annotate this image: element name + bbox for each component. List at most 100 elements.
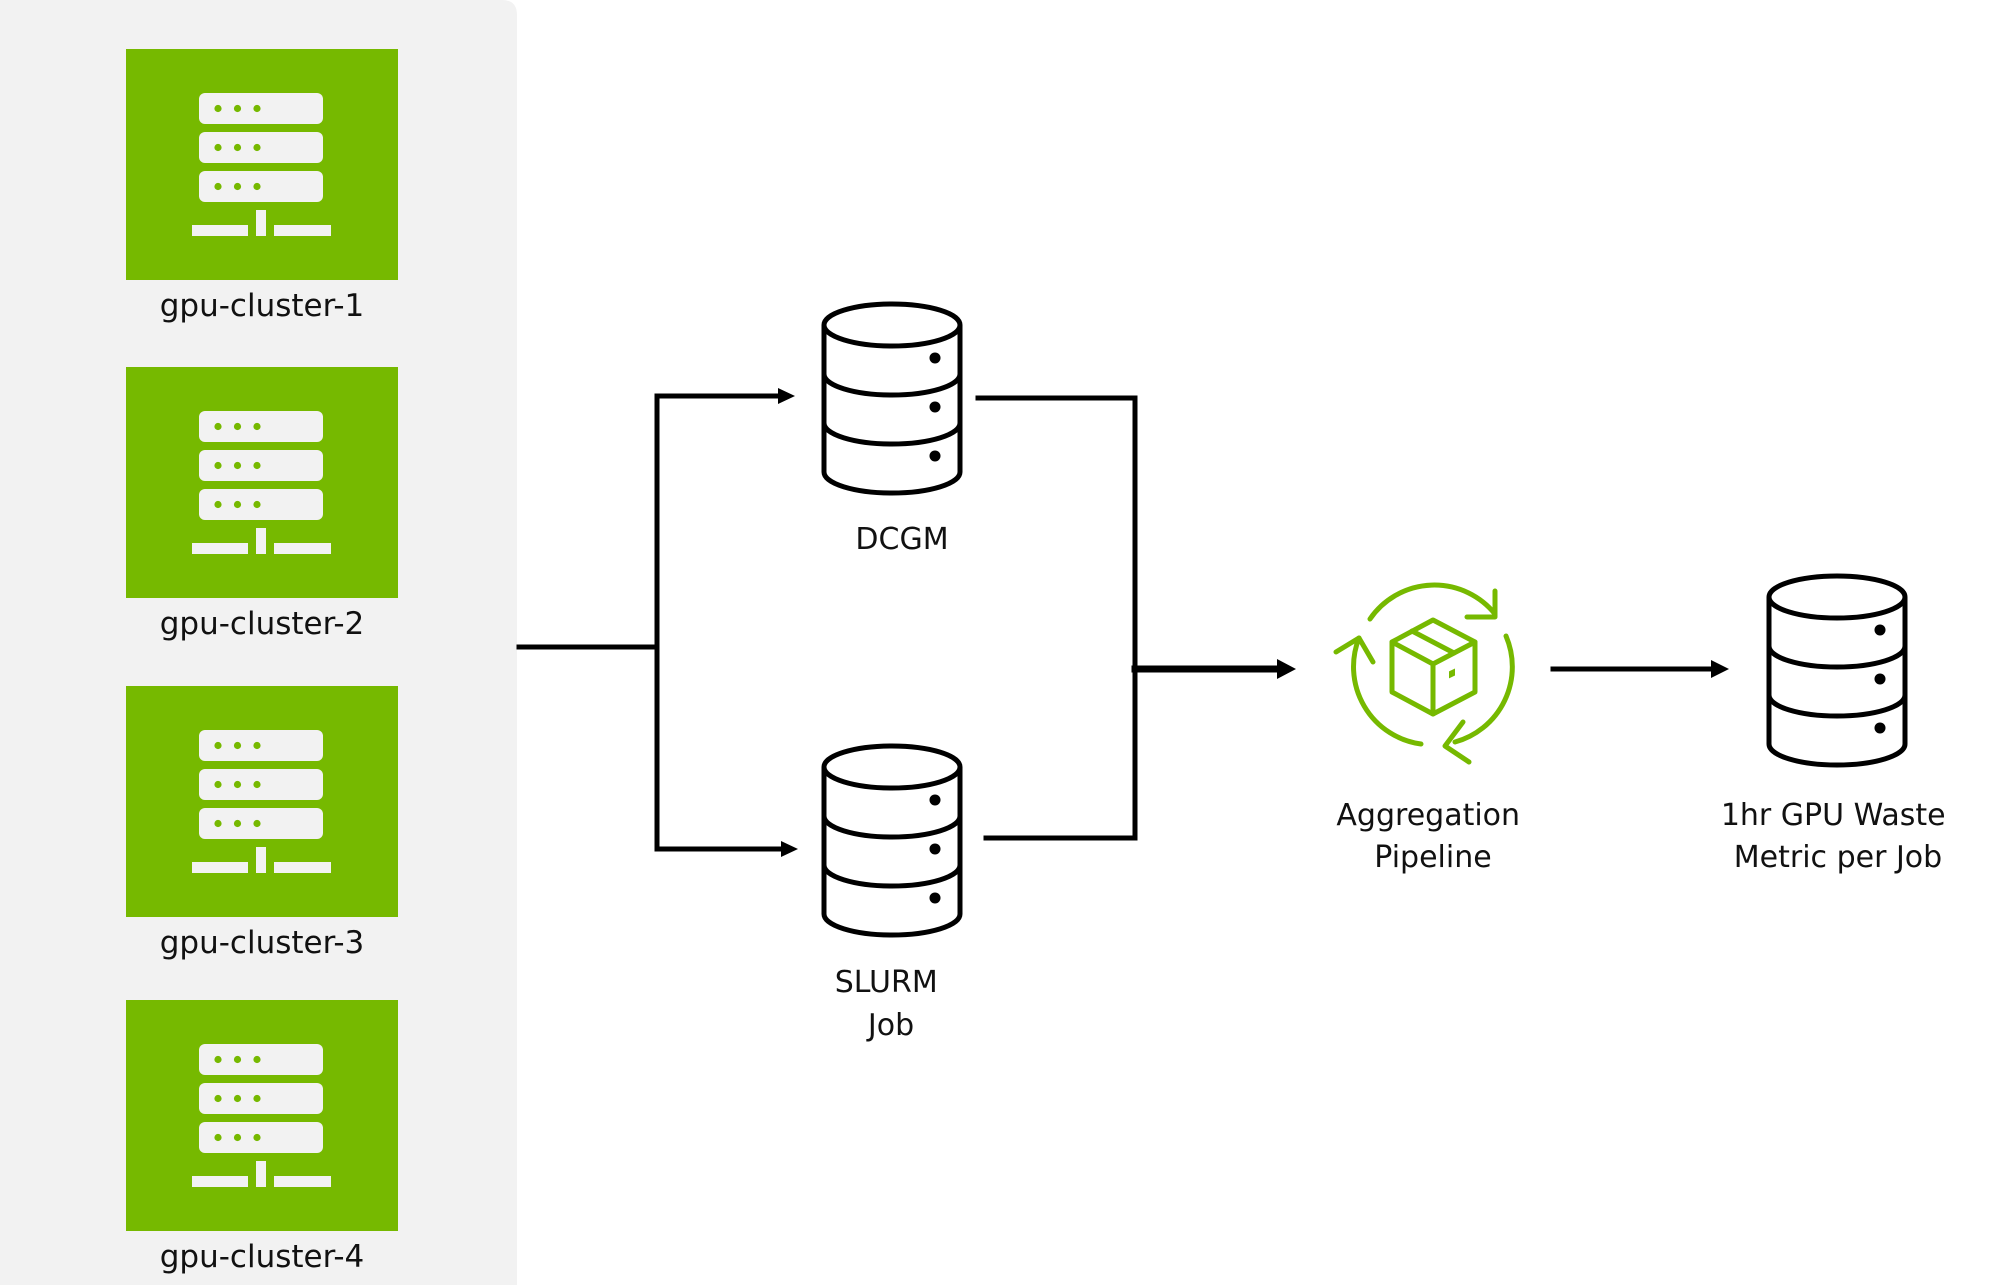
server-led (214, 1094, 222, 1103)
server-base-center (256, 862, 266, 873)
cluster-tile (126, 1000, 398, 1231)
server-stem (256, 1161, 266, 1177)
server-led (214, 500, 222, 509)
package-cycle-icon (1333, 582, 1515, 765)
server-rack-icon (192, 93, 331, 236)
aggregation-label: Aggregation Pipeline (1336, 798, 1529, 875)
server-base-left (192, 862, 248, 873)
cluster-tile (126, 367, 398, 598)
db-divider (821, 864, 963, 889)
output-label: 1hr GPU Waste Metric per Job (1721, 798, 1955, 875)
aggregation-label-line-2: Pipeline (1374, 840, 1491, 875)
server-unit (199, 769, 323, 800)
slurm-label: SLURM Job (835, 965, 948, 1043)
slurm-label-line-1: SLURM (835, 965, 938, 1000)
server-led (214, 182, 222, 191)
database-icon (821, 743, 963, 938)
cluster-tile (126, 49, 398, 280)
db-body (821, 767, 963, 938)
db-top (1766, 573, 1908, 621)
server-led (233, 819, 242, 828)
db-divider (1766, 645, 1908, 670)
server-rack-icon (192, 411, 331, 554)
cluster-label: gpu-cluster-3 (160, 925, 365, 961)
server-led (253, 819, 261, 828)
server-base-left (192, 225, 248, 236)
box-top-edges (1389, 639, 1478, 717)
server-unit (199, 171, 323, 202)
server-led (233, 1055, 242, 1064)
server-led (214, 741, 222, 750)
server-stem (256, 847, 266, 863)
server-led (233, 182, 242, 191)
server-unit (199, 93, 323, 124)
db-indicator-dot (1874, 722, 1886, 734)
server-led (233, 1133, 242, 1142)
aggregation-label-line-1: Aggregation (1336, 798, 1520, 833)
cycle-arrow-top (1464, 588, 1498, 620)
node-dcgm: DCGM (821, 301, 963, 557)
server-led (214, 819, 222, 828)
server-stem (256, 528, 266, 544)
cluster-card-2: gpu-cluster-2 (126, 367, 398, 642)
db-indicator-dot (1874, 624, 1886, 636)
db-divider (821, 422, 963, 447)
server-led (214, 143, 222, 152)
server-unit (199, 450, 323, 481)
server-unit (199, 411, 323, 442)
server-led (233, 422, 242, 431)
slurm-label-line-2: Job (866, 1008, 914, 1043)
cycle-arc-right (1452, 633, 1515, 745)
cluster-card-3: gpu-cluster-3 (126, 686, 398, 961)
db-indicator-dot (929, 794, 941, 806)
db-indicator-dot (1874, 673, 1886, 685)
db-divider (1766, 694, 1908, 719)
server-unit (199, 489, 323, 520)
dcgm-label-line-1: DCGM (855, 522, 948, 557)
db-indicator-dot (929, 352, 941, 364)
server-led (233, 1094, 242, 1103)
server-led (253, 104, 261, 113)
arrowhead-dcgm (778, 388, 795, 404)
cycle-arrow-right (1442, 719, 1472, 765)
cluster-label: gpu-cluster-4 (160, 1239, 365, 1275)
arrowhead-aggregation (1277, 659, 1296, 679)
server-led (233, 104, 242, 113)
server-led (214, 1055, 222, 1064)
output-label-line-2: Metric per Job (1734, 840, 1942, 875)
db-body (1766, 597, 1908, 768)
output-label-line-1: 1hr GPU Waste (1721, 798, 1946, 833)
arrowhead-slurm (781, 841, 798, 857)
cycle-arc-left (1351, 635, 1424, 747)
server-led (253, 1094, 261, 1103)
database-icon (821, 301, 963, 496)
db-top (821, 743, 963, 791)
server-unit (199, 1044, 323, 1075)
db-indicator-dot (929, 843, 941, 855)
db-divider (821, 815, 963, 840)
server-led (253, 500, 261, 509)
cluster-label: gpu-cluster-2 (160, 606, 365, 642)
cycle-arc-top (1367, 582, 1498, 622)
db-divider (821, 373, 963, 398)
server-led (214, 1133, 222, 1142)
db-indicator-dot (929, 892, 941, 904)
server-led (233, 143, 242, 152)
server-led (233, 741, 242, 750)
server-led (253, 1055, 261, 1064)
server-rack-icon (192, 730, 331, 873)
node-slurm: SLURM Job (821, 743, 963, 1043)
server-unit (199, 132, 323, 163)
cluster-list: gpu-cluster-1gpu-cluster-2gpu-cluster-3g… (126, 49, 398, 1275)
server-base-center (256, 1176, 266, 1187)
db-indicator-dot (929, 450, 941, 462)
server-unit (199, 808, 323, 839)
server-led (253, 741, 261, 750)
db-indicator-dot (929, 401, 941, 413)
server-led (214, 780, 222, 789)
arrowhead-output (1711, 660, 1729, 678)
server-led (214, 422, 222, 431)
server-led (253, 1133, 261, 1142)
server-led (253, 461, 261, 470)
server-base-center (256, 543, 266, 554)
